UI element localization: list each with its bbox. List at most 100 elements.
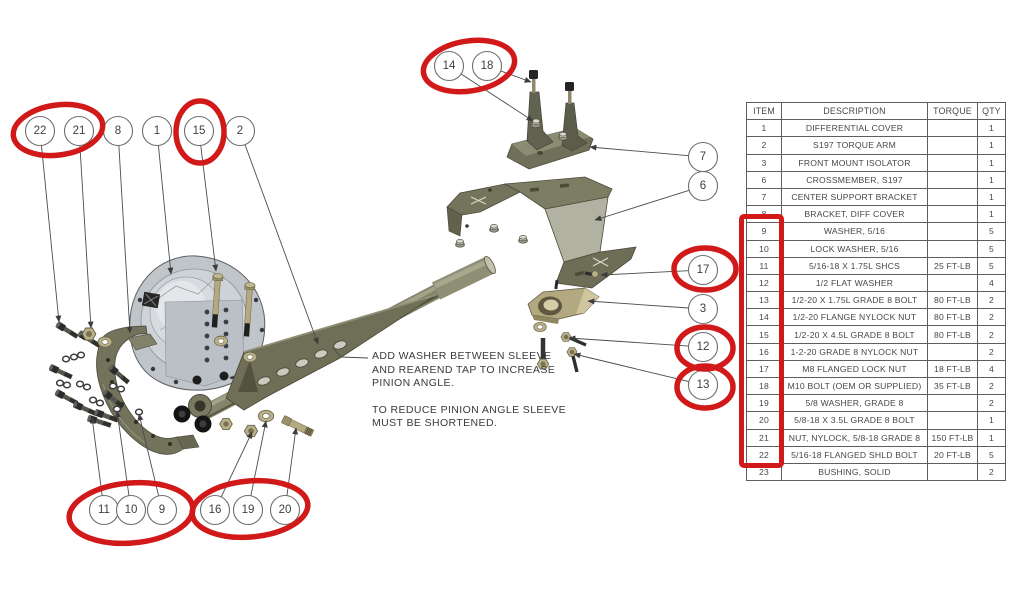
item-cell: 8	[746, 205, 782, 224]
qty-cell: 2	[977, 342, 1006, 361]
description-cell: BUSHING, SOLID	[781, 462, 928, 482]
qty-cell: 1	[977, 205, 1006, 224]
balloon-18	[471, 50, 503, 82]
note-line: AND REAREND TAP TO INCREASE	[372, 363, 556, 376]
qty-cell: 5	[977, 222, 1006, 241]
torque-cell	[927, 205, 978, 224]
item-cell: 14	[746, 308, 782, 327]
torque-cell	[927, 411, 978, 430]
leader-line-15	[200, 145, 219, 272]
balloon-label-7: 7	[700, 151, 706, 163]
torque-cell	[927, 222, 978, 241]
item-cell: 21	[746, 428, 782, 447]
description-cell: DIFFERENTIAL COVER	[781, 119, 928, 138]
torque-cell	[927, 136, 978, 155]
qty-cell: 1	[977, 153, 1006, 172]
note-line	[372, 391, 602, 404]
torque-cell	[927, 342, 978, 361]
balloon-label-10: 10	[125, 504, 138, 516]
qty-cell: 4	[977, 359, 1006, 379]
leader-line-1	[157, 145, 174, 275]
balloon-label-14: 14	[443, 60, 456, 72]
balloon-label-6: 6	[700, 180, 706, 192]
col-header-description: DESCRIPTION	[781, 101, 928, 121]
balloon-label-8: 8	[115, 125, 121, 137]
leader-line-14	[460, 73, 534, 122]
qty-cell: 2	[977, 308, 1006, 327]
torque-cell: 80 FT-LB	[927, 325, 978, 344]
balloon-label-11: 11	[98, 504, 110, 516]
parts-table-header-row: ITEM DESCRIPTION TORQUE QTY	[746, 101, 1006, 121]
description-cell: 1/2-20 X 4.5L GRADE 8 BOLT	[781, 325, 928, 344]
description-cell: 1/2-20 FLANGE NYLOCK NUT	[781, 308, 928, 327]
description-cell: CENTER SUPPORT BRACKET	[781, 187, 928, 207]
description-cell: 1/2-20 X 1.75L GRADE 8 BOLT	[781, 291, 928, 310]
balloon-16	[199, 494, 231, 526]
balloon-label-18: 18	[481, 60, 494, 72]
qty-cell: 5	[977, 256, 1006, 275]
description-cell: BRACKET, DIFF COVER	[781, 205, 928, 224]
item-cell: 17	[746, 359, 782, 379]
qty-cell: 2	[977, 394, 1006, 413]
balloon-14	[433, 50, 465, 82]
highlight-ellipse-13	[674, 363, 736, 411]
highlight-ellipse-22,21	[10, 101, 106, 159]
highlight-ellipse-14,18	[420, 37, 518, 95]
description-cell: 5/16-18 X 1.75L SHCS	[781, 256, 928, 275]
leader-line-12	[568, 335, 689, 347]
note-line: PINION ANGLE.	[372, 377, 455, 389]
qty-cell: 4	[977, 273, 1006, 293]
balloon-label-9: 9	[159, 504, 165, 516]
item-cell: 2	[746, 136, 782, 155]
balloon-10	[115, 494, 147, 526]
description-cell: 5/8 WASHER, GRADE 8	[781, 394, 928, 413]
torque-cell: 20 FT-LB	[927, 445, 978, 464]
note-line: ADD WASHER BETWEEN SLEEVE	[372, 350, 552, 362]
col-header-qty: QTY	[977, 101, 1006, 121]
crossmember	[446, 176, 637, 289]
qty-cell: 1	[977, 428, 1006, 447]
qty-cell: 1	[977, 136, 1006, 155]
col-header-torque: TORQUE	[927, 101, 978, 121]
item-cell: 10	[746, 239, 782, 258]
leader-line-21	[79, 145, 94, 329]
torque-cell	[927, 119, 978, 138]
qty-cell: 5	[977, 445, 1006, 464]
leader-line-18	[500, 70, 532, 83]
red-highlight-ellipses	[10, 37, 739, 547]
qty-cell: 2	[977, 376, 1006, 396]
description-cell: NUT, NYLOCK, 5/8-18 GRADE 8	[781, 428, 928, 447]
balloon-22	[24, 115, 56, 147]
hardware-bottom	[243, 409, 315, 438]
description-cell: CROSSMEMBER, S197	[781, 170, 928, 189]
item-cell: 1	[746, 119, 782, 138]
balloon-6	[687, 170, 719, 202]
highlight-ellipse-16,19,20	[189, 477, 311, 541]
balloon-label-2: 2	[237, 125, 243, 137]
description-cell: 5/16-18 FLANGED SHLD BOLT	[781, 445, 928, 464]
item-cell: 12	[746, 273, 782, 293]
torque-cell: 80 FT-LB	[927, 291, 978, 310]
item-cell: 13	[746, 291, 782, 310]
description-cell: LOCK WASHER, 5/16	[781, 239, 928, 258]
qty-cell: 2	[977, 462, 1006, 482]
item-cell: 6	[746, 170, 782, 189]
balloon-label-19: 19	[242, 504, 255, 516]
balloon-label-13: 13	[697, 379, 710, 391]
torque-cell: 80 FT-LB	[927, 308, 978, 327]
m8-flanged-lock-nuts	[455, 224, 599, 278]
description-cell: 1/2 FLAT WASHER	[781, 273, 928, 293]
balloon-label-15: 15	[193, 125, 206, 137]
